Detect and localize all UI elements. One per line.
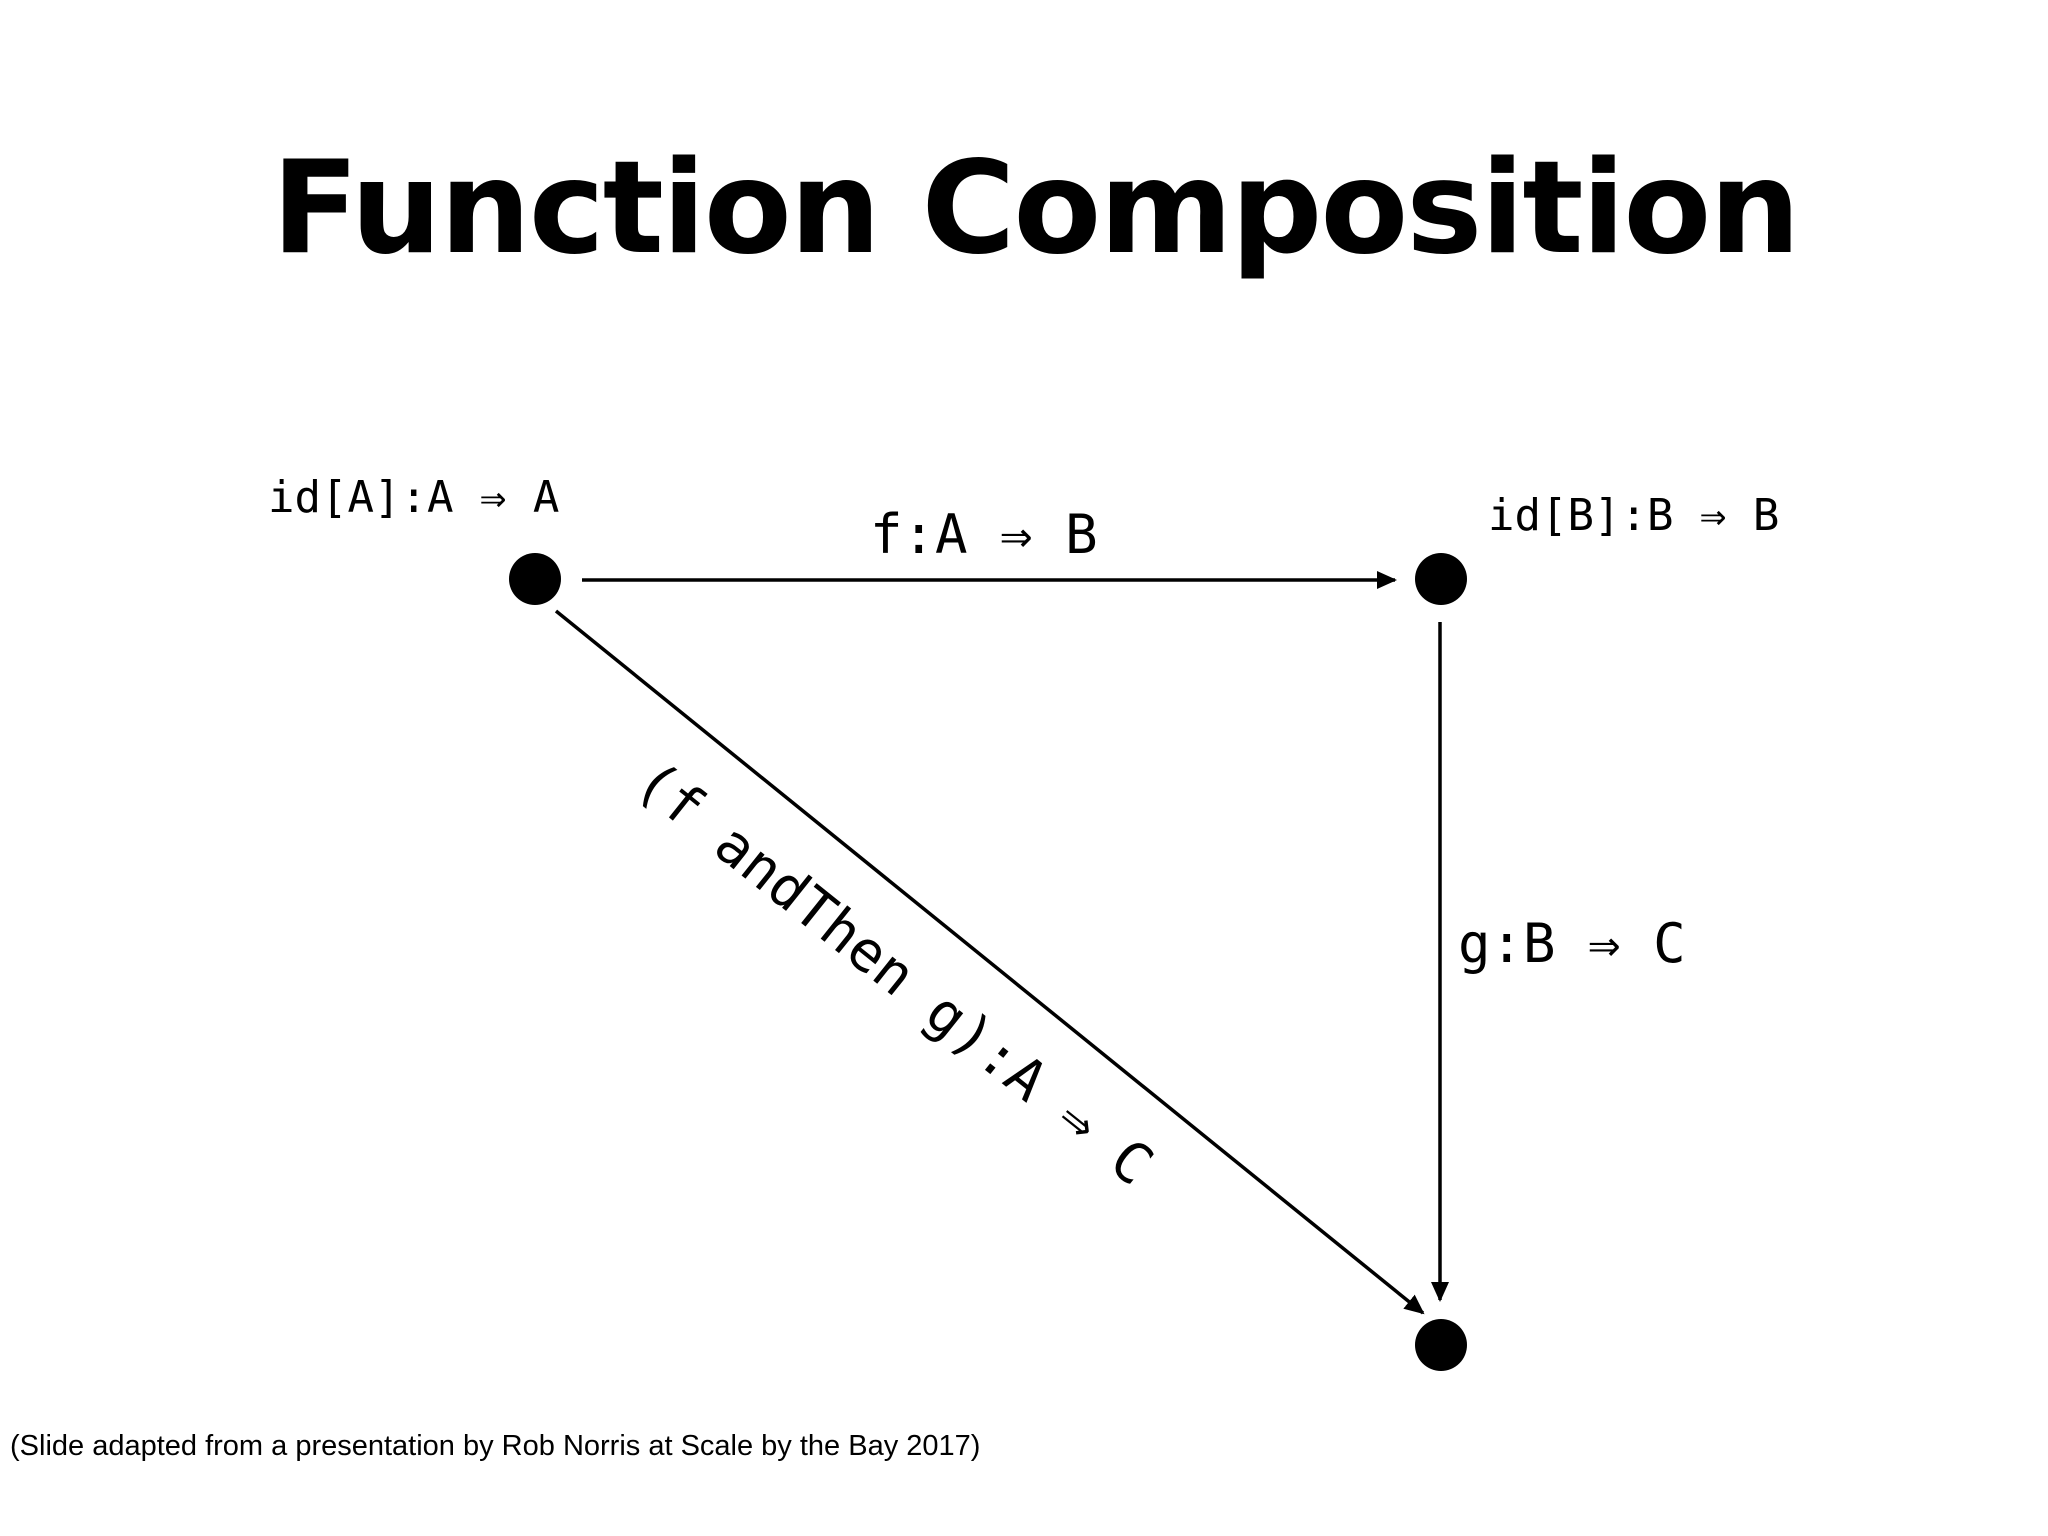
label-g: g:B ⇒ C [1458, 912, 1686, 975]
label-f: f:A ⇒ B [870, 503, 1098, 566]
label-id-a: id[A]:A ⇒ A [268, 472, 559, 523]
arrow-composed [554, 609, 1425, 1315]
footnote: (Slide adapted from a presentation by Ro… [10, 1430, 981, 1462]
label-composed: (f andThen g):A ⇒ C [623, 748, 1164, 1198]
slide-title: Function Composition [271, 134, 1801, 283]
node-c [1415, 1319, 1467, 1371]
node-a [509, 553, 561, 605]
label-id-b: id[B]:B ⇒ B [1488, 490, 1779, 541]
node-b [1415, 553, 1467, 605]
